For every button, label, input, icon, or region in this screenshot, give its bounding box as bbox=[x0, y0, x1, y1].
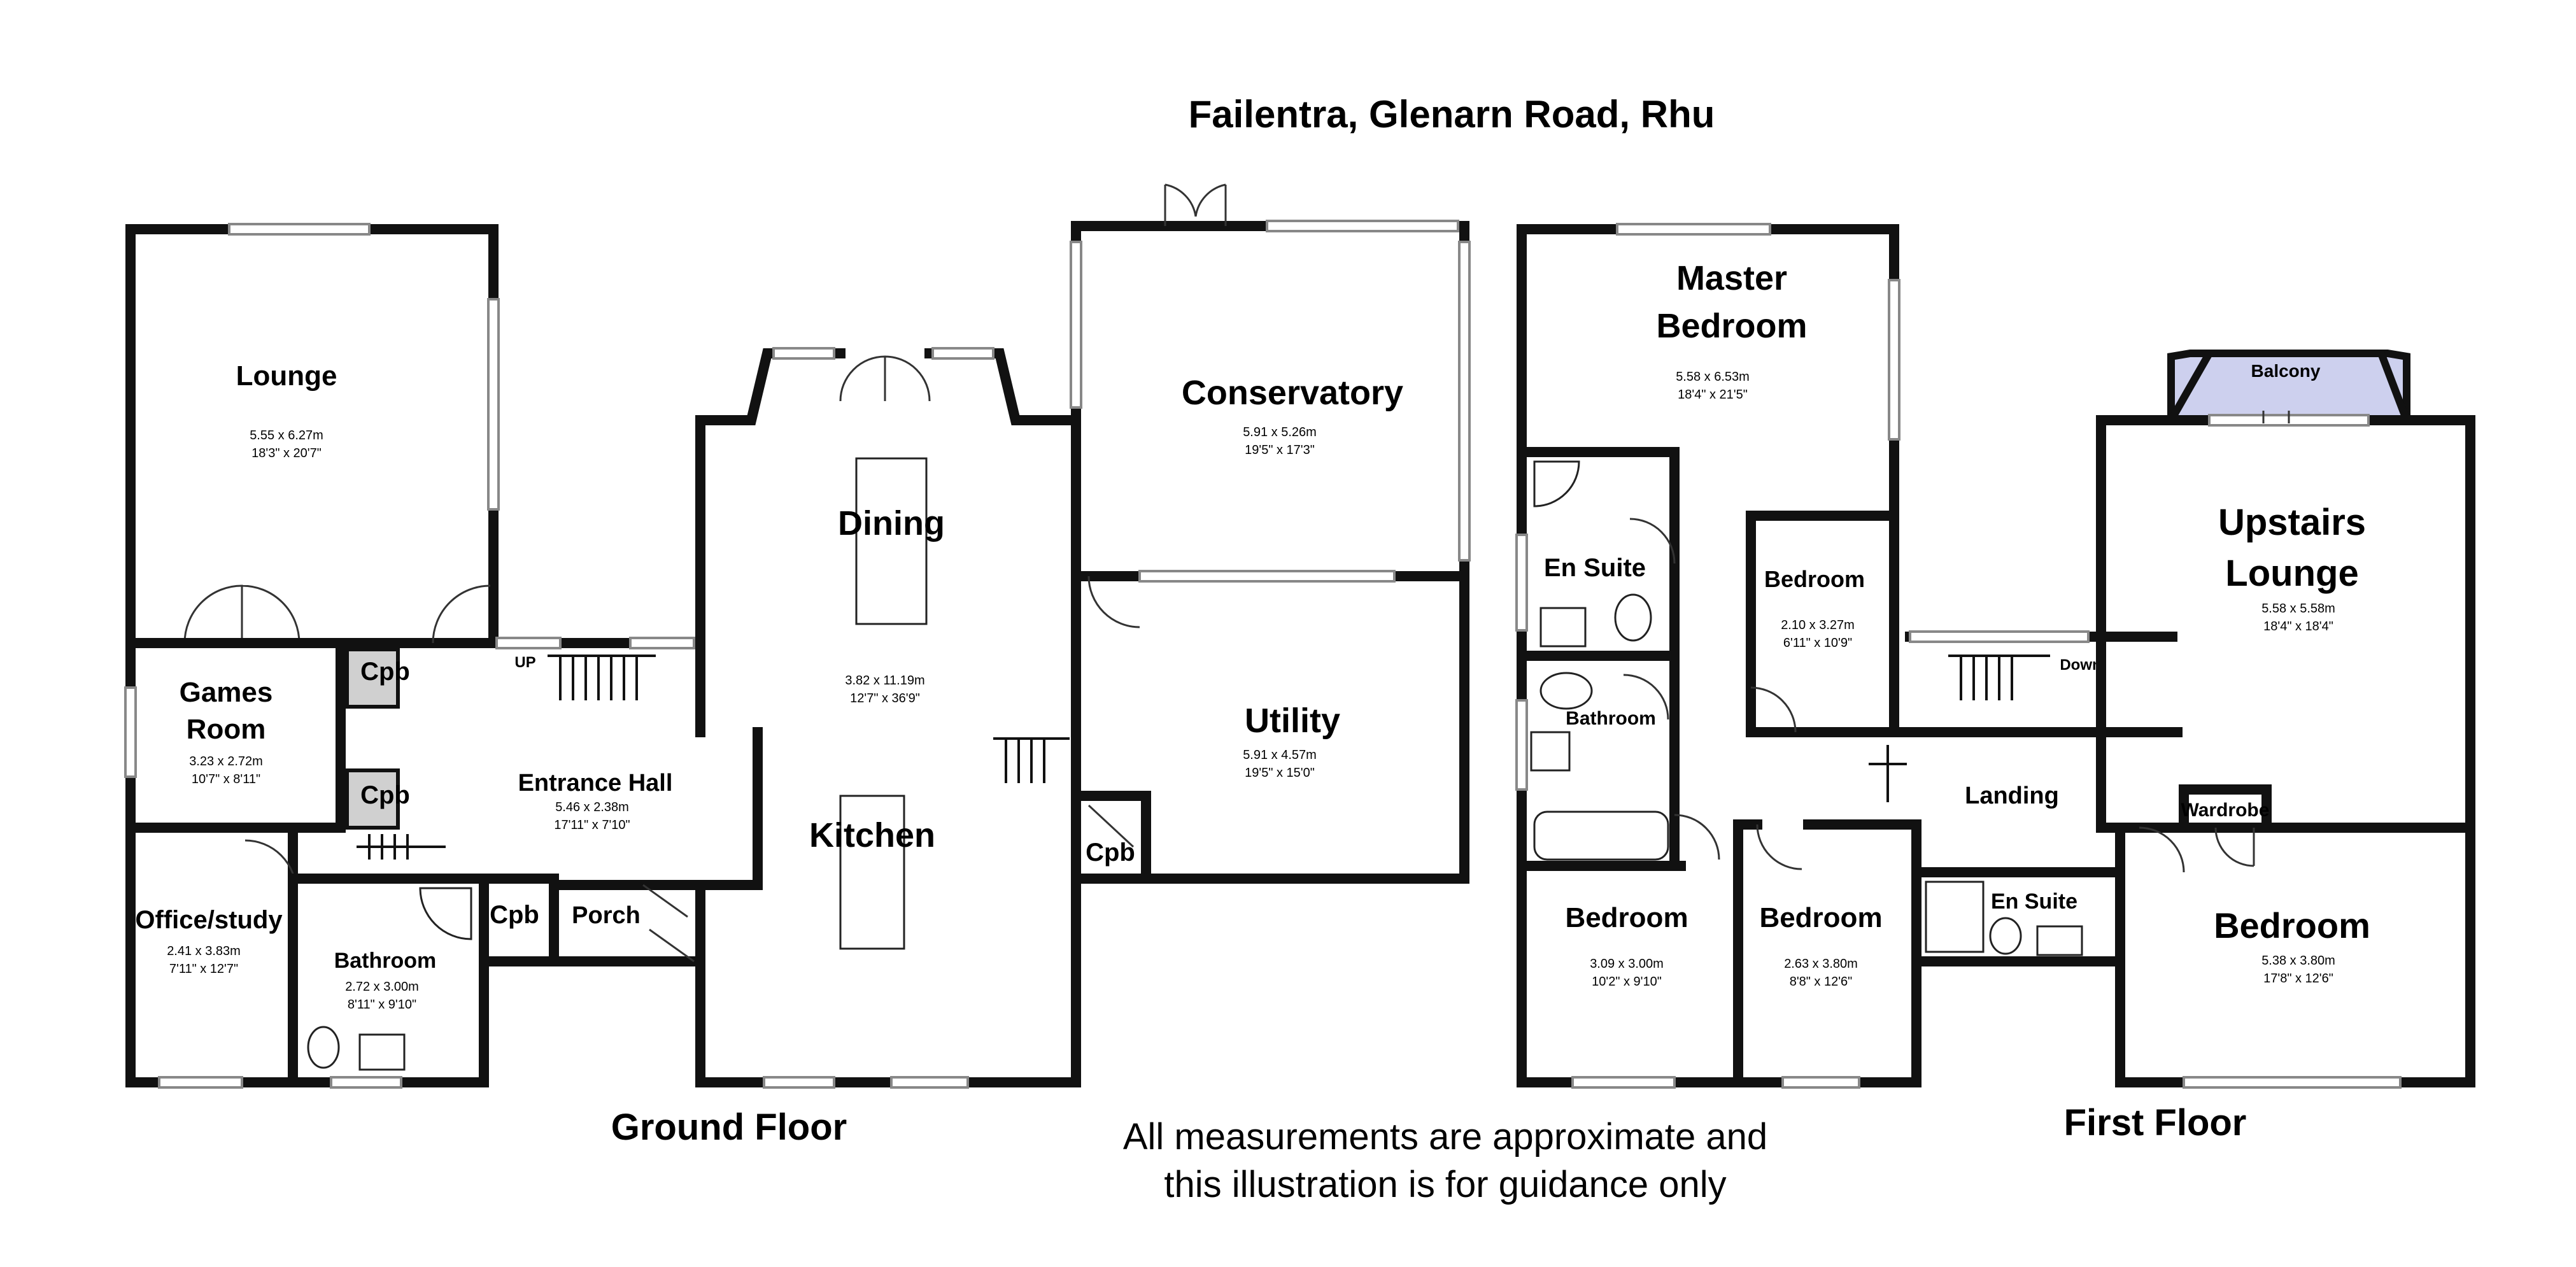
bedroom-mid-imperial: 8'8" x 12'6" bbox=[1790, 975, 1853, 989]
room-bathroom: Bathroom 2.72 x 3.00m 8'11" x 9'10" bbox=[288, 874, 489, 1089]
kitchen-imperial: 12'7" x 36'9" bbox=[850, 691, 920, 705]
bedroom-right-metric: 5.38 x 3.80m bbox=[2261, 954, 2335, 968]
room-en-suite-1: En Suite bbox=[1515, 447, 1680, 661]
en-suite-2-label: En Suite bbox=[1991, 889, 2077, 914]
cupboard-2: Cpb bbox=[345, 768, 410, 830]
cpb-2-label: Cpb bbox=[360, 781, 410, 809]
room-bedroom-right: Bedroom 5.38 x 3.80m 17'8" x 12'6" bbox=[2115, 823, 2475, 1089]
cpb-4-label: Cpb bbox=[1086, 839, 1135, 867]
bedroom-small-label: Bedroom bbox=[1764, 566, 1865, 592]
room-en-suite-2: En Suite bbox=[1911, 867, 2125, 966]
ground-floor: Lounge 5.55 x 6.27m 18'3" x 20'7" Games … bbox=[124, 183, 1471, 1148]
entrance-hall-imperial: 17'11" x 7'10" bbox=[554, 818, 630, 832]
bedroom-left-imperial: 10'2" x 9'10" bbox=[1592, 975, 1662, 989]
bedroom-small-metric: 2.10 x 3.27m bbox=[1781, 618, 1855, 632]
office-imperial: 7'11" x 12'7" bbox=[169, 962, 238, 976]
conservatory-metric: 5.91 x 5.26m bbox=[1243, 425, 1317, 439]
room-lounge: Lounge 5.55 x 6.27m 18'3" x 20'7" bbox=[125, 223, 500, 648]
bedroom-right-imperial: 17'8" x 12'6" bbox=[2263, 972, 2333, 986]
utility-imperial: 19'5" x 15'0" bbox=[1245, 766, 1315, 780]
balcony-label: Balcony bbox=[2251, 361, 2321, 381]
first-floor-label: First Floor bbox=[2064, 1102, 2247, 1143]
games-room-label-2: Room bbox=[187, 714, 266, 745]
bedroom-right-label: Bedroom bbox=[2214, 905, 2370, 945]
room-bedroom-mid: Bedroom 2.63 x 3.80m 8'8" x 12'6" bbox=[1733, 819, 1921, 1089]
utility-label: Utility bbox=[1245, 702, 1340, 740]
dining-label: Dining bbox=[838, 504, 945, 542]
cupboard-4: Cpb bbox=[1071, 791, 1151, 884]
room-utility: Utility 5.91 x 4.57m 19'5" x 15'0" bbox=[1071, 570, 1469, 884]
entrance-hall-label: Entrance Hall bbox=[518, 770, 673, 796]
porch-label: Porch bbox=[572, 902, 640, 929]
bedroom-mid-label: Bedroom bbox=[1759, 902, 1882, 933]
cupboard-1: Cpb bbox=[345, 648, 410, 709]
stairs-down-label: Down bbox=[2060, 656, 2101, 674]
cpb-3-label: Cpb bbox=[490, 901, 539, 929]
room-upstairs-lounge: Balcony Upstairs Lounge 5.58 x 5.58m 18'… bbox=[2096, 350, 2475, 833]
games-room-label-1: Games bbox=[180, 677, 273, 708]
ground-floor-label: Ground Floor bbox=[611, 1107, 847, 1148]
games-room-imperial: 10'7" x 8'11" bbox=[192, 772, 260, 786]
games-room-metric: 3.23 x 2.72m bbox=[189, 754, 263, 768]
bedroom-small-imperial: 6'11" x 10'9" bbox=[1783, 636, 1852, 650]
bathroom-label: Bathroom bbox=[334, 949, 437, 973]
entrance-hall-metric: 5.46 x 2.38m bbox=[555, 800, 629, 814]
en-suite-1-label: En Suite bbox=[1544, 554, 1646, 582]
upstairs-lounge-imperial: 18'4" x 18'4" bbox=[2263, 619, 2333, 634]
room-bathroom-first: Bathroom bbox=[1515, 651, 1720, 871]
cupboard-3: Cpb bbox=[479, 874, 559, 966]
kitchen-metric: 3.82 x 11.19m bbox=[845, 674, 924, 688]
master-bedroom-metric: 5.58 x 6.53m bbox=[1676, 370, 1750, 384]
cpb-1-label: Cpb bbox=[360, 658, 410, 686]
conservatory-imperial: 19'5" x 17'3" bbox=[1245, 443, 1315, 457]
utility-metric: 5.91 x 4.57m bbox=[1243, 748, 1317, 762]
bathroom-imperial: 8'11" x 9'10" bbox=[348, 998, 416, 1012]
room-wardrobe: Wardrobe bbox=[2179, 784, 2272, 833]
bedroom-left-metric: 3.09 x 3.00m bbox=[1590, 957, 1664, 971]
room-landing: Down Landing bbox=[1816, 630, 2183, 877]
room-bedroom-left: Bedroom 3.09 x 3.00m 10'2" x 9'10" bbox=[1517, 819, 1743, 1089]
upstairs-lounge-metric: 5.58 x 5.58m bbox=[2261, 602, 2335, 616]
room-bedroom-small: Bedroom 2.10 x 3.27m 6'11" x 10'9" bbox=[1746, 511, 1899, 737]
page-title: Failentra, Glenarn Road, Rhu bbox=[1189, 93, 1715, 136]
first-floor: Master Bedroom 5.58 x 6.53m 18'4" x 21'5… bbox=[1515, 223, 2475, 1143]
bedroom-left-label: Bedroom bbox=[1565, 902, 1688, 933]
kitchen-label: Kitchen bbox=[809, 816, 935, 854]
lounge-label: Lounge bbox=[236, 360, 337, 392]
lounge-metric: 5.55 x 6.27m bbox=[250, 428, 323, 442]
room-porch: Porch bbox=[549, 880, 705, 966]
bedroom-mid-metric: 2.63 x 3.80m bbox=[1784, 957, 1858, 971]
master-bedroom-label-2: Bedroom bbox=[1656, 307, 1807, 345]
stairs-up-label: UP bbox=[514, 654, 535, 671]
wardrobe-label: Wardrobe bbox=[2181, 800, 2270, 821]
bathroom-first-label: Bathroom bbox=[1566, 708, 1656, 729]
office-metric: 2.41 x 3.83m bbox=[167, 944, 241, 958]
room-office: Office/study 2.41 x 3.83m 7'11" x 12'7" bbox=[125, 823, 298, 1089]
landing-label: Landing bbox=[1965, 782, 2059, 809]
master-bedroom-label-1: Master bbox=[1676, 259, 1787, 297]
conservatory-label: Conservatory bbox=[1182, 374, 1403, 412]
disclaimer-line-2: this illustration is for guidance only bbox=[1164, 1164, 1726, 1205]
disclaimer-line-1: All measurements are approximate and bbox=[1123, 1116, 1767, 1157]
office-label: Office/study bbox=[135, 906, 283, 934]
lounge-imperial: 18'3" x 20'7" bbox=[251, 446, 322, 460]
bathroom-metric: 2.72 x 3.00m bbox=[345, 980, 419, 994]
room-games: Games Room 3.23 x 2.72m 10'7" x 8'11" bbox=[124, 638, 346, 833]
room-kitchen-dining: Dining 3.82 x 11.19m 12'7" x 36'9" Kitch… bbox=[695, 347, 1081, 1089]
master-bedroom-imperial: 18'4" x 21'5" bbox=[1678, 388, 1748, 402]
room-conservatory: Conservatory 5.91 x 5.26m 19'5" x 17'3" bbox=[1070, 183, 1471, 581]
upstairs-lounge-label-1: Upstairs bbox=[2218, 502, 2366, 543]
upstairs-lounge-label-2: Lounge bbox=[2225, 553, 2358, 594]
